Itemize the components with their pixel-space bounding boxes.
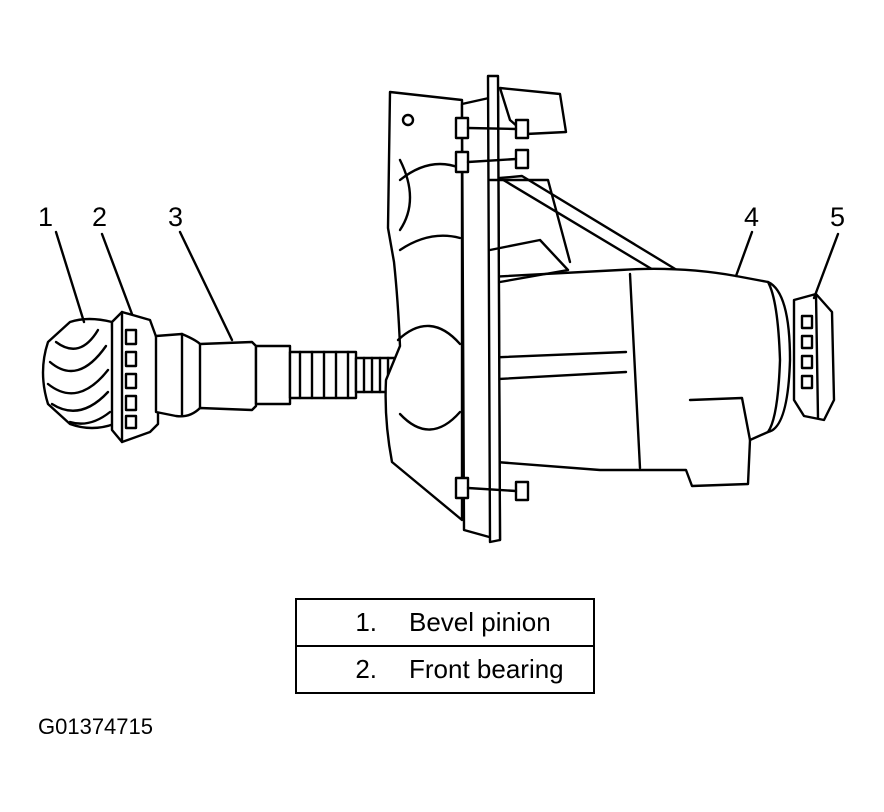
legend-number: 2. bbox=[355, 654, 377, 684]
legend-row: 1. Bevel pinion bbox=[297, 600, 593, 645]
callout-4: 4 bbox=[744, 202, 759, 232]
legend-number: 1. bbox=[355, 607, 377, 637]
leader-lines bbox=[54, 230, 840, 342]
legend-row: 2. Front bearing bbox=[297, 645, 593, 692]
callout-2: 2 bbox=[92, 202, 107, 232]
rear-bearing bbox=[792, 292, 836, 422]
bevel-pinion bbox=[41, 317, 116, 430]
leader-5 bbox=[812, 232, 840, 300]
differential-housing bbox=[384, 74, 792, 544]
leader-2 bbox=[100, 232, 134, 316]
figure-id: G01374715 bbox=[38, 714, 153, 739]
pinion-shaft bbox=[154, 332, 406, 418]
leader-3 bbox=[178, 230, 234, 342]
callout-5: 5 bbox=[830, 202, 845, 232]
legend-table: 1. Bevel pinion 2. Front bearing bbox=[295, 598, 595, 694]
legend-label: Bevel pinion bbox=[409, 607, 551, 637]
legend-label: Front bearing bbox=[409, 654, 564, 684]
leader-1 bbox=[54, 230, 86, 324]
front-bearing bbox=[110, 310, 160, 444]
leader-4 bbox=[734, 230, 754, 278]
callout-3: 3 bbox=[168, 202, 183, 232]
callout-1: 1 bbox=[38, 202, 53, 232]
